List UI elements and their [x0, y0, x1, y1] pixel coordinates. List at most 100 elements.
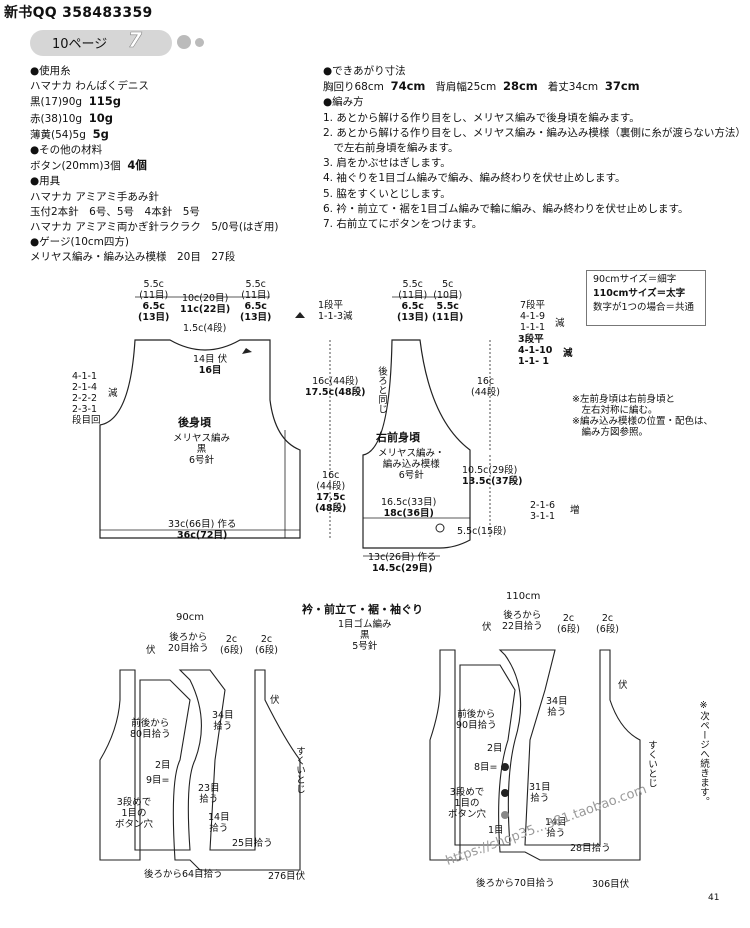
back-neck-rows: 1.5c(4段)	[183, 323, 227, 334]
button-dot	[501, 789, 509, 797]
yarn-black: 黒(17)90g 115g	[30, 94, 122, 109]
front-decrease-label: 減	[555, 318, 565, 329]
s90-2: 2目	[155, 760, 171, 771]
s90-fu: 伏	[146, 645, 156, 656]
page-header: 新书QQ 358483359	[4, 5, 153, 21]
s90-25: 25目拾う	[232, 838, 273, 849]
front-increase-label: 増	[570, 505, 580, 516]
s90-fu2: 伏	[270, 695, 280, 706]
tools-heading: ●用具	[30, 175, 61, 188]
tool-line: ハマナカ アミアミ両かぎ針ラクラク 5/0号(はぎ用)	[30, 221, 279, 234]
back-top-right: 5.5c(11目)6.5c(13目)	[240, 279, 272, 323]
method-heading: ●編み方	[323, 96, 364, 109]
s110-2c-b: 2c(6段)	[596, 613, 619, 635]
page-pill-number: 7	[128, 28, 143, 53]
tool-line: ハマナカ アミアミ手あみ針	[30, 190, 159, 203]
next-page-note: ※次ページへ続きます。	[698, 700, 709, 806]
edging-90-diagram	[99, 669, 301, 871]
yarn-yellow: 薄黄(54)5g 5g	[30, 126, 109, 141]
yarn-heading: ●使用糸	[30, 65, 71, 77]
decor-dot-small	[195, 38, 204, 47]
s110-31: 31目拾う	[529, 782, 551, 804]
method-step: 2. あとから解ける作り目をし、メリヤス編み・編み込み模様（裏側に糸が渡らない方…	[323, 126, 746, 139]
size-110: 110cm	[506, 591, 541, 602]
front-mid: 16.5c(33目)18c(36目)	[381, 497, 437, 519]
method-step: 7. 右前立てにボタンをつけます。	[323, 218, 483, 231]
decor-dot	[177, 35, 191, 49]
s110-2: 2目	[487, 743, 503, 754]
triangle-mark	[242, 348, 252, 354]
back-top-left: 5.5c(11目)6.5c(13目)	[138, 279, 170, 323]
back-body-outline	[99, 339, 301, 539]
back-side: 16c(44段)17.5c(48段)	[315, 470, 347, 514]
s90-23: 23目拾う	[198, 783, 220, 805]
s90-9: 9目=	[146, 775, 170, 786]
s110-8: 8目=	[474, 762, 498, 773]
button-dot	[501, 763, 509, 771]
front-top-left: 5.5c(11目)6.5c(13目)	[397, 279, 429, 323]
size-90: 90cm	[176, 612, 204, 623]
s90-bottom: 後ろから64目拾う	[144, 869, 223, 880]
materials-section: ●使用糸 ハマナカ わんぱくデニス 黒(17)90g 115g 赤(38)10g…	[30, 64, 279, 266]
yarn-name: ハマナカ わんぱくデニス	[30, 80, 149, 93]
other-heading: ●その他の材料	[30, 144, 103, 157]
edging-title: 衿・前立て・裾・袖ぐり	[302, 603, 423, 616]
page-number: 41	[708, 893, 720, 903]
back-decrease-label: 減	[108, 388, 118, 399]
s90-total: 276目伏	[268, 871, 306, 882]
triangle-mark	[295, 312, 305, 318]
page-label: 10ページ	[52, 37, 108, 52]
gauge-line: メリヤス編み・編み込み模様 20目 27段	[30, 251, 236, 264]
edging-110-diagram	[429, 649, 641, 861]
s90-2c-b: 2c(6段)	[255, 634, 278, 656]
button-hole-mark	[435, 523, 445, 533]
method-section: ●できあがり寸法 胸回り68cm 74cm 背肩幅25cm 28cm 着丈34c…	[323, 64, 746, 232]
button-dot	[501, 811, 509, 819]
page-pill	[30, 30, 172, 56]
finished-line: 胸回り68cm 74cm 背肩幅25cm 28cm 着丈34cm 37cm	[323, 79, 640, 94]
tool-line: 玉付2本針 6号、5号 4本針 5号	[30, 205, 200, 218]
front-side: 10.5c(29段)13.5c(37段)	[462, 465, 523, 487]
s110-total: 306目伏	[592, 879, 630, 890]
front-armhole: 16c(44段)	[471, 376, 501, 398]
front-body-outline	[362, 339, 471, 549]
front-top-right: 5c(10目)5.5c(11目)	[432, 279, 464, 323]
back-top-mid: 10c(20目)11c(22目)	[180, 293, 231, 315]
gauge-heading: ●ゲージ(10cm四方)	[30, 236, 130, 249]
back-title: 後身頃	[178, 416, 211, 429]
method-step: 1. あとから解ける作り目をし、メリヤス編みで後身頃を編みます。	[323, 111, 640, 124]
front-notes: ※左前身頃は右前身頃と 左右対称に編む。※編み込み模様の位置・配色は、 編み方図…	[572, 394, 713, 438]
s110-34: 34目拾う	[546, 696, 568, 718]
method-step: で左右前身頃を編みます。	[323, 142, 459, 155]
s110-28: 28目拾う	[570, 843, 611, 854]
s90-sukui: すくいとじ	[294, 746, 305, 794]
front-hem: 5.5c(15段)	[457, 526, 507, 537]
back-armhole: 16c(44段)17.5c(48段)	[305, 376, 366, 398]
yarn-red: 赤(38)10g 10g	[30, 110, 114, 125]
method-step: 3. 肩をかぶせはぎします。	[323, 157, 451, 170]
front-decrease-label-2: 減	[563, 348, 573, 359]
method-step: 4. 袖ぐりを1目ゴム編みで編み、編み終わりを伏せ止めします。	[323, 172, 626, 185]
finished-heading: ●できあがり寸法	[323, 65, 406, 77]
s110-sukui: すくいとじ	[646, 740, 657, 788]
s110-fu: 伏	[482, 622, 492, 633]
s90-2c-a: 2c(6段)	[220, 634, 243, 656]
s110-fu2: 伏	[618, 680, 628, 691]
s110-1: 1目	[488, 825, 504, 836]
size-legend: 90cmサイズ＝細字 110cmサイズ＝太字 数字が1つの場合＝共通	[586, 270, 706, 326]
